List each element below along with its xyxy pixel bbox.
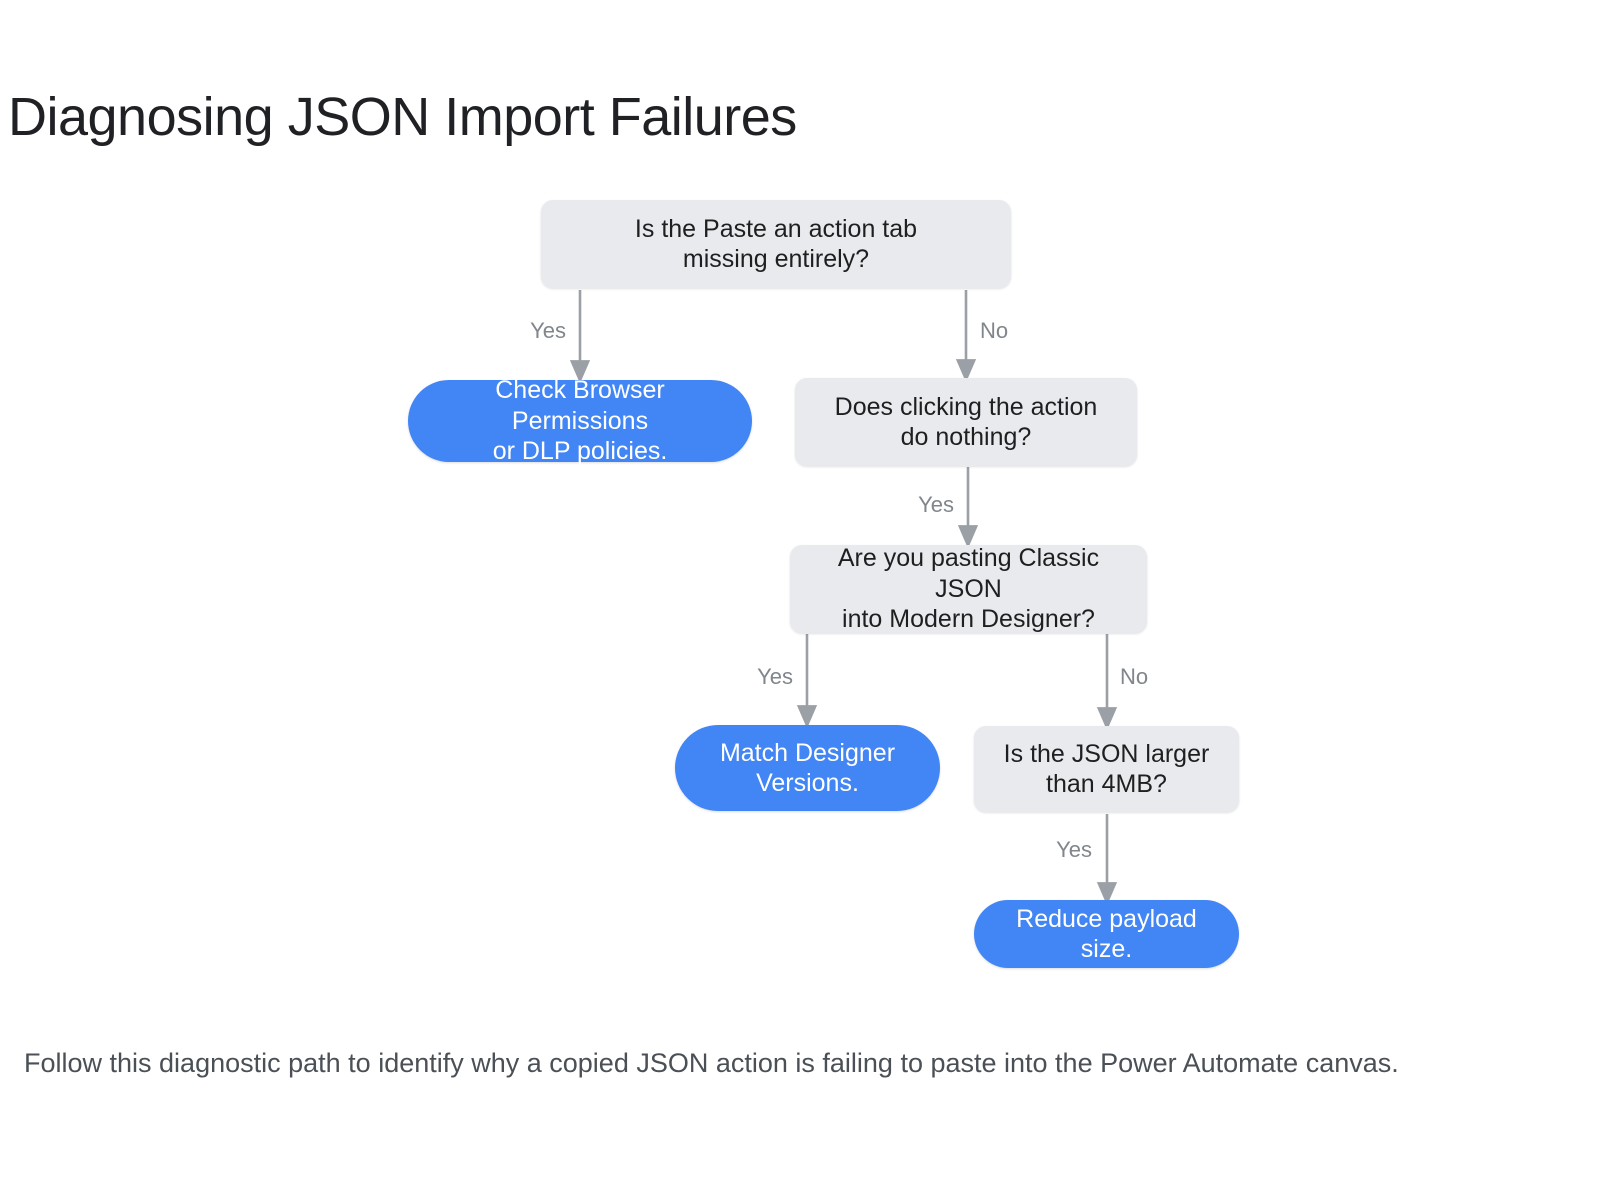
node-a3[interactable]: Reduce payload size. xyxy=(974,900,1239,968)
node-a1[interactable]: Check Browser Permissions or DLP policie… xyxy=(408,376,752,465)
edge-label-q1-a1: Yes xyxy=(530,318,566,343)
diagram-caption: Follow this diagnostic path to identify … xyxy=(24,1048,1399,1078)
node-q3[interactable]: Are you pasting Classic JSON into Modern… xyxy=(790,544,1147,633)
edge-label-q2-q3: Yes xyxy=(918,492,954,517)
node-q2[interactable]: Does clicking the action do nothing? xyxy=(795,378,1137,466)
edge-label-q1-q2: No xyxy=(980,318,1009,343)
edge-label-q3-a2: Yes xyxy=(757,664,793,689)
node-a2[interactable]: Match Designer Versions. xyxy=(675,725,940,811)
edge-label-q3-q4: No xyxy=(1120,664,1149,689)
edge-label-q4-a3: Yes xyxy=(1056,837,1092,862)
node-q4[interactable]: Is the JSON larger than 4MB? xyxy=(974,726,1239,812)
page-title: Diagnosing JSON Import Failures xyxy=(8,87,797,148)
node-q1[interactable]: Is the Paste an action tab missing entir… xyxy=(541,200,1011,288)
flowchart-connectors xyxy=(569,290,1118,906)
flowchart-canvas: Is the Paste an action tab missing entir… xyxy=(408,200,1239,968)
